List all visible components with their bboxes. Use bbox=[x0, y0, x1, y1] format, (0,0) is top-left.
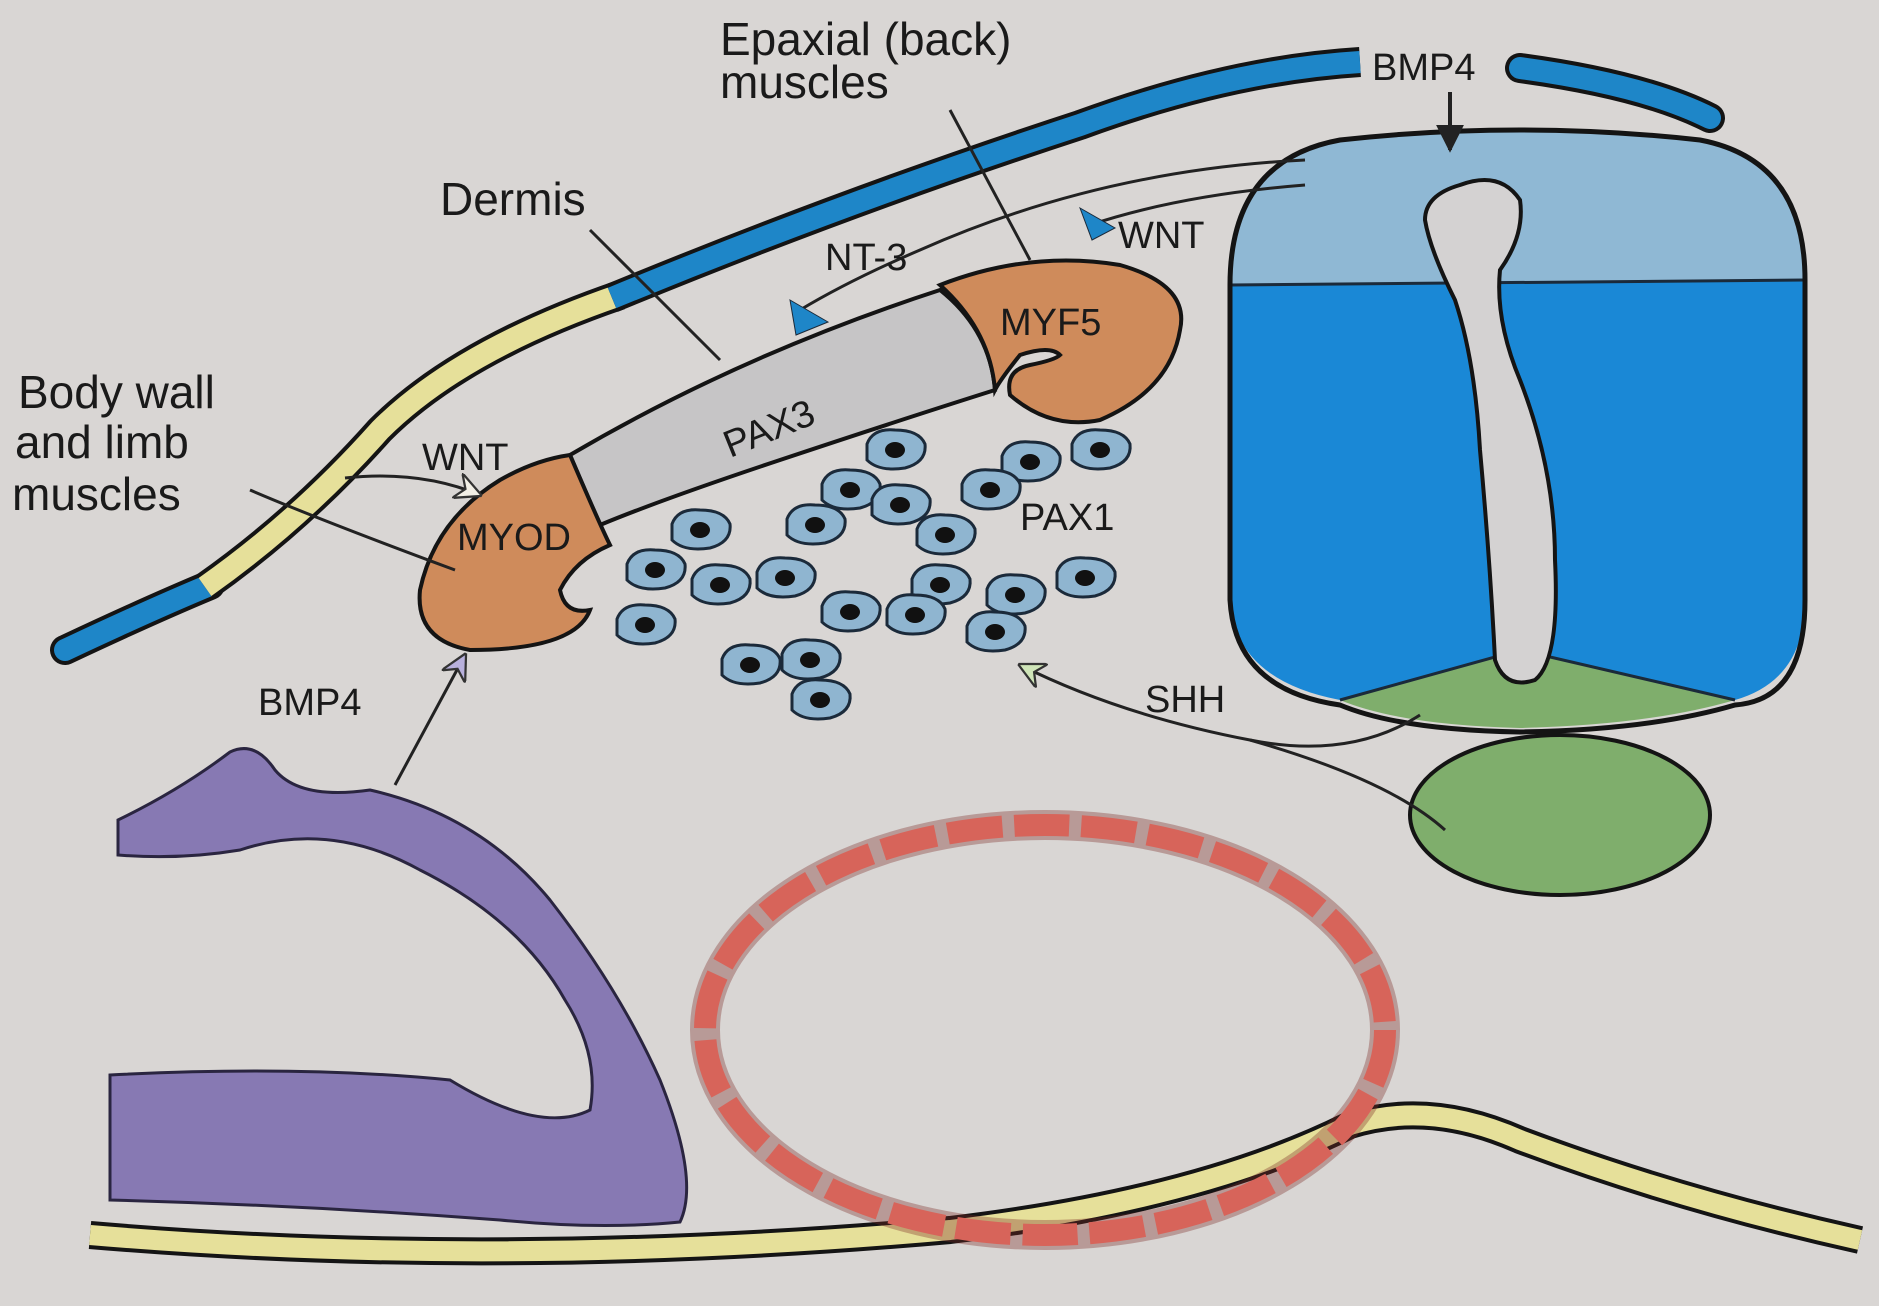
label-epaxial-line1: Epaxial (back) bbox=[720, 13, 1011, 65]
nt3-arrow bbox=[799, 158, 1306, 312]
wnt-top-arrow bbox=[1089, 183, 1306, 227]
notochord-shh-line bbox=[1249, 738, 1447, 832]
neural-tube bbox=[1227, 127, 1808, 735]
notochord bbox=[1408, 733, 1712, 897]
label-nt3: NT-3 bbox=[825, 237, 907, 279]
label-myf5: MYF5 bbox=[1000, 302, 1101, 344]
label-pax1: PAX1 bbox=[1020, 497, 1114, 539]
label-body-wall-line3: muscles bbox=[12, 468, 181, 520]
shh-arrow bbox=[1020, 665, 1421, 748]
leader-lines bbox=[249, 109, 1032, 572]
dorsal-aorta bbox=[690, 810, 1400, 1250]
label-wnt-left: WNT bbox=[422, 437, 509, 479]
bmp4-bottom-arrow bbox=[393, 655, 465, 786]
label-shh: SHH bbox=[1145, 679, 1225, 721]
signal-arrows bbox=[344, 92, 1464, 832]
wnt-left-arrow bbox=[344, 476, 480, 495]
label-bmp4-bottom: BMP4 bbox=[258, 682, 361, 724]
label-bmp4-top: BMP4 bbox=[1372, 47, 1475, 89]
label-wnt-top: WNT bbox=[1118, 215, 1205, 257]
label-body-wall-line1: Body wall bbox=[18, 366, 215, 418]
label-body-wall-line2: and limb bbox=[15, 416, 189, 468]
myotome-myf5 bbox=[936, 258, 1184, 425]
label-epaxial-line2: muscles bbox=[720, 56, 889, 108]
label-dermis: Dermis bbox=[440, 173, 586, 225]
ventral-ectoderm bbox=[88, 1101, 1864, 1266]
label-myod: MYOD bbox=[457, 517, 571, 559]
surface-ectoderm bbox=[50, 47, 1725, 665]
neural-canal bbox=[1422, 178, 1558, 685]
lateral-plate-mesoderm bbox=[108, 747, 689, 1228]
